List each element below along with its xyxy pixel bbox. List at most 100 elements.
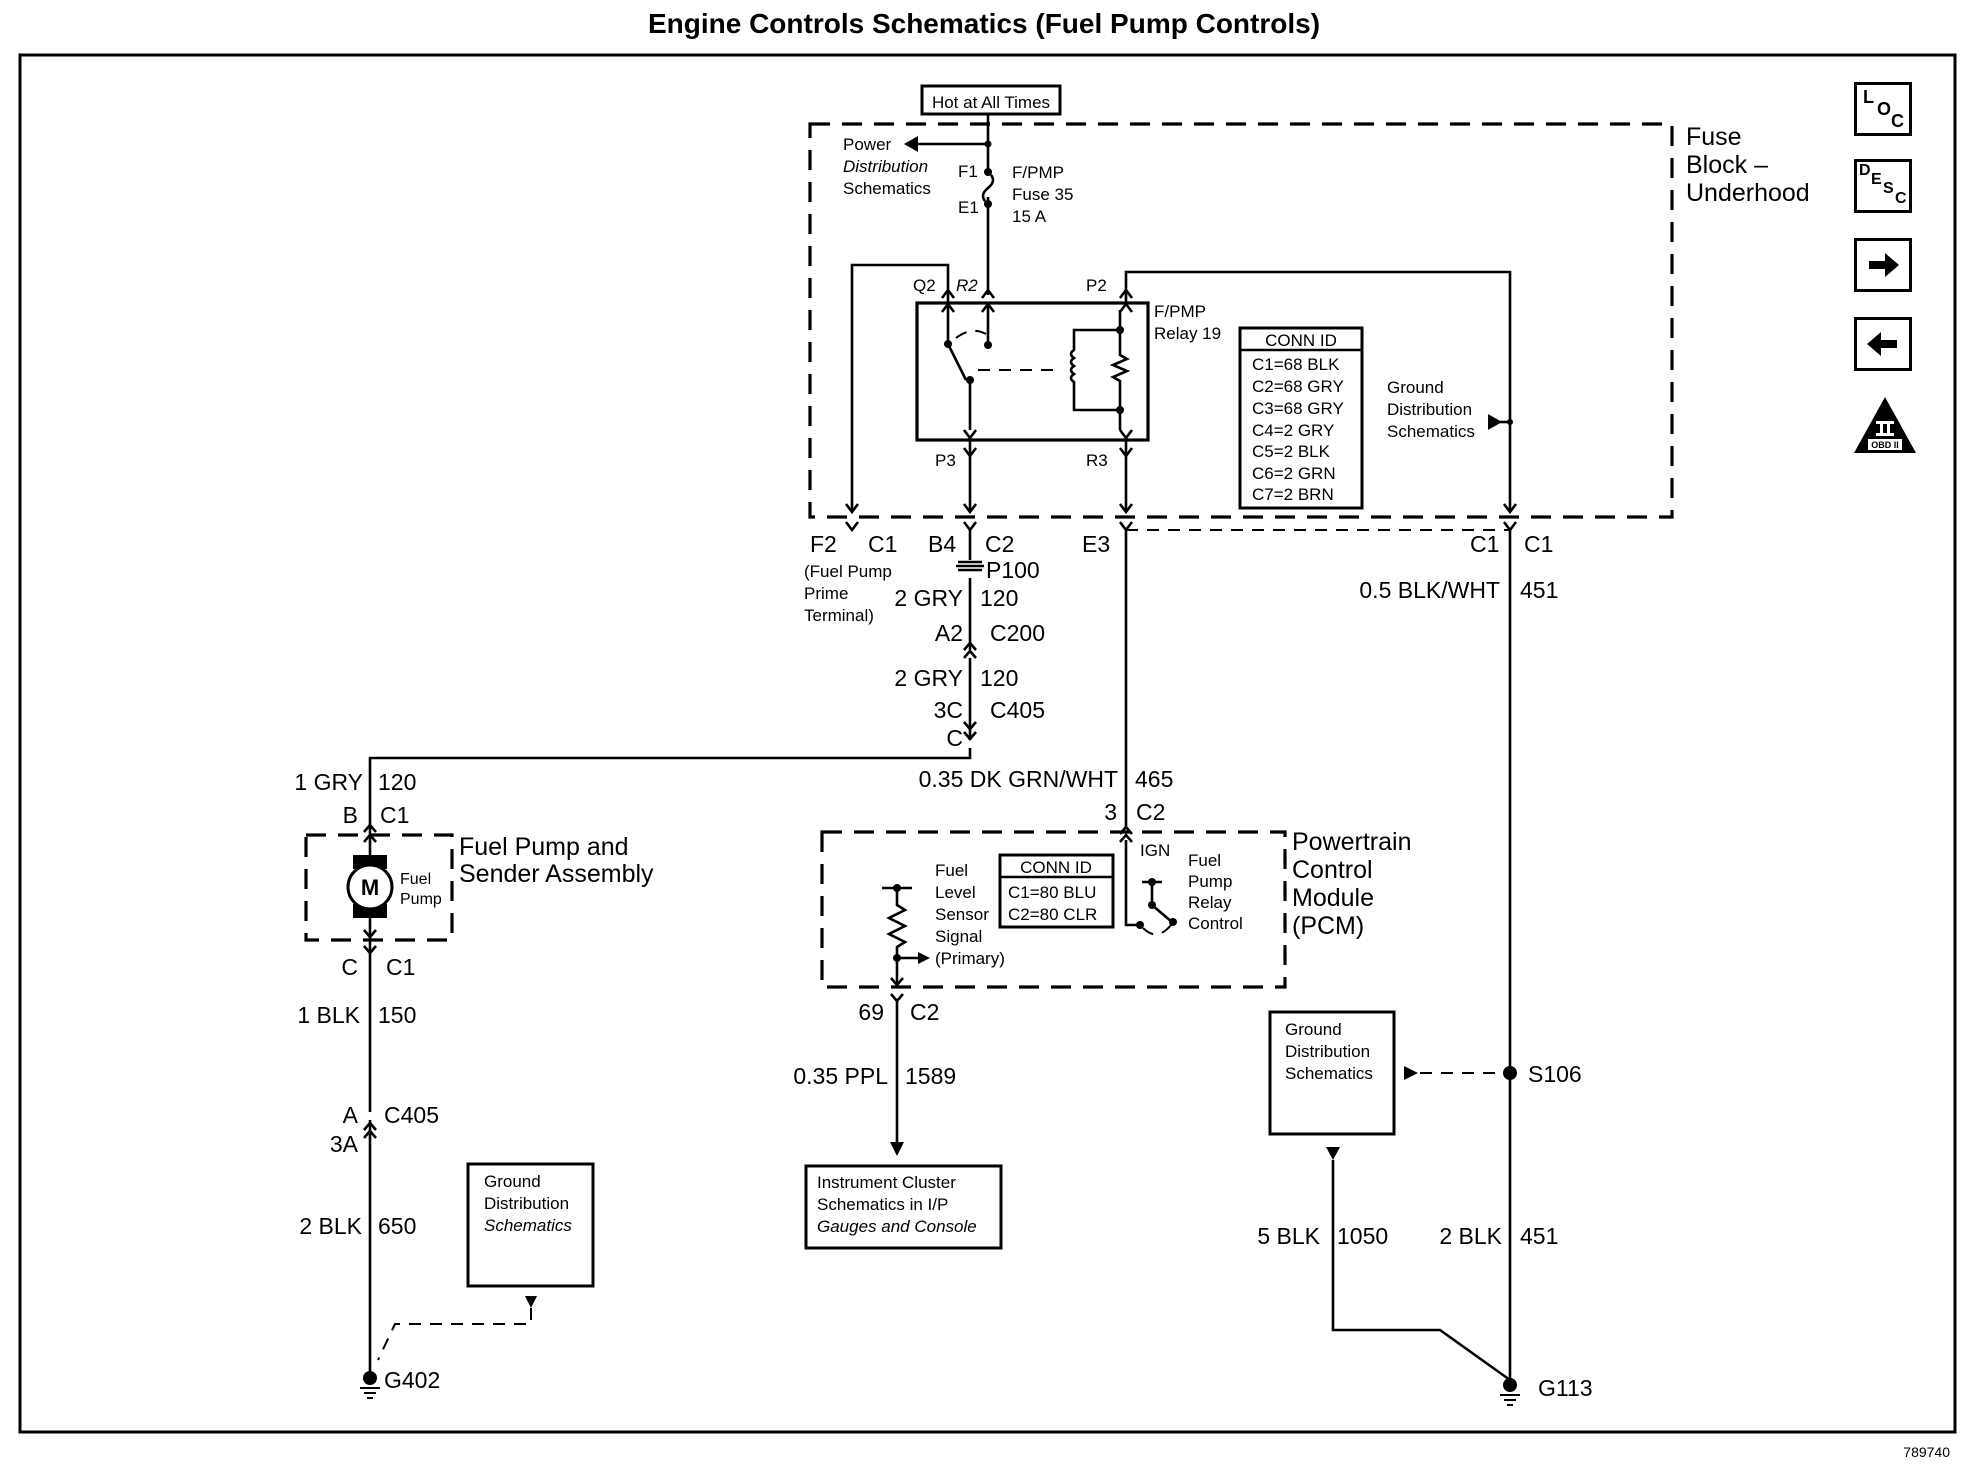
splice-s106-dot	[1503, 1066, 1517, 1080]
p100-pass-through-icon	[956, 560, 984, 572]
right-arrow-icon	[1869, 253, 1899, 277]
wire-465-circuit: 465	[1135, 766, 1173, 792]
connector-b4-c2: C2	[985, 531, 1014, 557]
desc-letter-e: E	[1871, 171, 1882, 188]
switch-dot	[1169, 918, 1177, 926]
connector-b: B	[343, 802, 358, 828]
fuse-35-label: F/PMP Fuse 35 15 A	[1012, 163, 1073, 226]
svg-text:Control: Control	[1188, 914, 1243, 933]
ground-g113-icon	[1500, 1378, 1520, 1406]
desc-letter-s: S	[1883, 180, 1894, 197]
switch-dot	[1148, 878, 1156, 886]
c200-connector-icon	[963, 641, 977, 659]
ground-distribution-ref-right-box[interactable]	[1268, 1010, 1396, 1136]
svg-text:Fuel: Fuel	[1188, 851, 1221, 870]
pcm-c2-connector-icon	[1119, 825, 1133, 843]
svg-text:Relay: Relay	[1188, 893, 1232, 912]
svg-text:Signal: Signal	[935, 927, 982, 946]
pcm-ign-label: IGN	[1140, 841, 1170, 860]
svg-text:Fuse: Fuse	[1686, 123, 1742, 151]
connector-c200: C200	[990, 620, 1045, 646]
fuse-35-symbol	[981, 170, 995, 206]
loc-letter-l: L	[1863, 87, 1874, 107]
relay-coil	[1069, 328, 1120, 412]
wire-1589-size-color: 0.35 PPL	[793, 1063, 888, 1089]
svg-text:CONN ID: CONN ID	[1020, 858, 1092, 877]
ppl-1589-arrow-icon	[890, 1142, 904, 1156]
svg-text:C5=2 BLK: C5=2 BLK	[1252, 442, 1331, 461]
svg-text:Instrument Cluster: Instrument Cluster	[817, 1173, 956, 1192]
gry-120-wire	[368, 530, 972, 825]
svg-text:C1=80 BLU: C1=80 BLU	[1008, 883, 1096, 902]
wire-451b-circuit: 451	[1520, 1223, 1558, 1249]
svg-text:Powertrain: Powertrain	[1292, 828, 1412, 856]
wire-120c-size-color: 1 GRY	[294, 769, 363, 795]
page-title: Engine Controls Schematics (Fuel Pump Co…	[647, 8, 1321, 39]
svg-text:(Primary): (Primary)	[935, 949, 1005, 968]
svg-text:C4=2 GRY: C4=2 GRY	[1252, 421, 1334, 440]
connector-e3: E3	[1082, 531, 1110, 557]
pcm-outline	[820, 830, 1287, 989]
pump-lower-connector-icon	[363, 929, 377, 955]
relay-resistor	[1109, 310, 1131, 430]
svg-text:Sender Assembly: Sender Assembly	[459, 860, 654, 888]
ground-ref-tap-dot	[1507, 419, 1513, 425]
svg-text:Pump: Pump	[1188, 872, 1232, 891]
wire-120b-size-color: 2 GRY	[894, 665, 963, 691]
description-button[interactable]: D E S C	[1854, 159, 1912, 213]
wire-120b-circuit: 120	[980, 665, 1018, 691]
connector-pcm-69: 69	[858, 999, 884, 1025]
svg-text:Ground: Ground	[1387, 378, 1444, 397]
svg-text:Distribution: Distribution	[1387, 400, 1472, 419]
fuel-pump-relay-label: F/PMP Relay 19	[1154, 302, 1221, 343]
blk-1050-wire	[1331, 1160, 1511, 1382]
ground-ref-left-arrow-icon	[525, 1296, 537, 1308]
wire-150-size-color: 1 BLK	[297, 1002, 360, 1028]
wire-451a-circuit: 451	[1520, 577, 1558, 603]
page-border	[18, 53, 1957, 1434]
relay-pin-q2: Q2	[913, 276, 936, 295]
wire-120a-size-color: 2 GRY	[894, 585, 963, 611]
connector-c405: C405	[990, 697, 1045, 723]
svg-text:Sensor: Sensor	[935, 905, 989, 924]
obd-ii-icon[interactable]: OBD II	[1852, 395, 1918, 457]
svg-text:Module: Module	[1292, 884, 1374, 912]
desc-letter-d: D	[1859, 162, 1871, 179]
fuel-pump-assembly-label: Fuel Pump and Sender Assembly	[459, 833, 654, 888]
switch-dot	[1136, 921, 1144, 929]
relay-contact-dot	[966, 376, 974, 384]
svg-text:Level: Level	[935, 883, 976, 902]
fuse-terminal-f1-label: F1	[958, 162, 978, 181]
figure-number: 789740	[1903, 1444, 1950, 1460]
connector-pcm-3: 3	[1104, 799, 1117, 825]
next-page-button[interactable]	[1854, 238, 1912, 292]
connector-right-c1-right: C1	[1524, 531, 1553, 557]
connector-f2: F2	[810, 531, 837, 557]
connector-b-c1: C1	[380, 802, 409, 828]
loc-letter-c: C	[1891, 111, 1904, 131]
svg-text:Distribution: Distribution	[1285, 1042, 1370, 1061]
connector-f2-c1: C1	[868, 531, 897, 557]
wire-451b-size-color: 2 BLK	[1439, 1223, 1502, 1249]
ground-distribution-ref-left-box[interactable]	[466, 1162, 595, 1288]
svg-text:Relay 19: Relay 19	[1154, 324, 1221, 343]
relay-coil-dot	[1116, 326, 1124, 334]
location-button[interactable]: L O C	[1854, 82, 1912, 136]
svg-text:Schematics: Schematics	[1387, 422, 1475, 441]
connector-c: C	[946, 725, 963, 751]
wire-1050-circuit: 1050	[1337, 1223, 1388, 1249]
desc-letter-c: C	[1895, 190, 1907, 207]
svg-text:Terminal): Terminal)	[804, 606, 874, 625]
relay-pin-p3: P3	[935, 451, 956, 470]
connector-pcm-c2: C2	[1136, 799, 1165, 825]
power-distribution-ref[interactable]: Power Distribution Schematics	[843, 135, 931, 198]
svg-text:C2=80 CLR: C2=80 CLR	[1008, 905, 1097, 924]
ground-distribution-ref-fuse-block[interactable]: Ground Distribution Schematics	[1387, 378, 1475, 441]
previous-page-button[interactable]	[1854, 317, 1912, 371]
sensor-dot	[893, 884, 901, 892]
ground-g402-label: G402	[384, 1367, 440, 1393]
instrument-cluster-ref-box[interactable]	[804, 1164, 1003, 1250]
connector-pump-c: C	[341, 954, 358, 980]
svg-text:(Fuel Pump: (Fuel Pump	[804, 562, 892, 581]
svg-text:Fuel: Fuel	[935, 861, 968, 880]
